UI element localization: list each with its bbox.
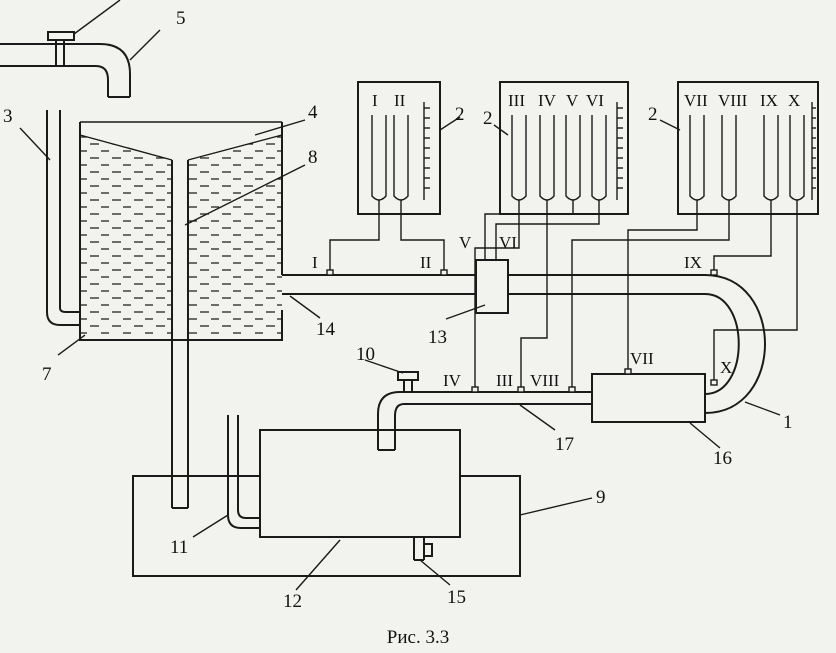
piezo-label-IV: IV bbox=[538, 91, 557, 110]
level-gauge-tube bbox=[46, 110, 80, 326]
label-2-panel2: 2 bbox=[483, 108, 493, 129]
label-13: 13 bbox=[428, 327, 447, 348]
pressure-tank bbox=[79, 121, 283, 341]
supply-pipe bbox=[0, 0, 131, 98]
piezo-label-V: V bbox=[566, 91, 579, 110]
tap-label-I: I bbox=[312, 253, 318, 272]
label-5: 5 bbox=[176, 8, 186, 29]
label-12: 12 bbox=[283, 591, 302, 612]
label-4: 4 bbox=[308, 102, 318, 123]
tap-label-II: II bbox=[420, 253, 432, 272]
tap-labels: I II V VI IX X IV III VIII VII bbox=[312, 233, 732, 390]
label-2-panel3: 2 bbox=[648, 104, 658, 125]
connection-lines bbox=[326, 200, 798, 393]
piezo-label-I: I bbox=[372, 91, 378, 110]
piezo-label-VI: VI bbox=[586, 91, 604, 110]
element-13 bbox=[475, 259, 509, 314]
label-7: 7 bbox=[42, 364, 52, 385]
tap-label-VII: VII bbox=[630, 349, 654, 368]
label-17: 17 bbox=[555, 434, 574, 455]
measuring-tank bbox=[227, 415, 461, 538]
label-3: 3 bbox=[3, 106, 13, 127]
label-10: 10 bbox=[356, 344, 375, 365]
label-1: 1 bbox=[783, 412, 793, 433]
piezo-label-VIII: VIII bbox=[718, 91, 748, 110]
label-11: 11 bbox=[170, 537, 188, 558]
piezometer-labels: I II III IV V VI VII VIII IX X bbox=[372, 91, 800, 110]
number-labels: 5 3 4 8 7 14 13 2 2 2 10 1 16 17 9 11 12… bbox=[3, 8, 793, 612]
label-9: 9 bbox=[596, 487, 606, 508]
piezo-label-X: X bbox=[788, 91, 800, 110]
element-16 bbox=[591, 373, 706, 423]
u-bend-pipe bbox=[704, 274, 766, 414]
piezo-label-III: III bbox=[508, 91, 525, 110]
label-8: 8 bbox=[308, 147, 318, 168]
piezo-label-VII: VII bbox=[684, 91, 708, 110]
tap-label-IV: IV bbox=[443, 371, 462, 390]
reservoir bbox=[132, 475, 521, 577]
tap-label-V: V bbox=[459, 233, 472, 252]
label-15: 15 bbox=[447, 587, 466, 608]
label-2-panel1: 2 bbox=[455, 104, 465, 125]
tap-label-VI: VI bbox=[499, 233, 517, 252]
tap-label-VIII: VIII bbox=[530, 371, 560, 390]
label-14: 14 bbox=[316, 319, 336, 340]
label-16: 16 bbox=[713, 448, 732, 469]
tap-label-III: III bbox=[496, 371, 513, 390]
piezo-label-II: II bbox=[394, 91, 406, 110]
tap-label-X: X bbox=[720, 358, 732, 377]
pipe-17 bbox=[410, 391, 592, 405]
pipeline-14 bbox=[282, 274, 705, 295]
drain-valve bbox=[413, 537, 433, 561]
overflow-pipe bbox=[171, 160, 189, 509]
control-valve bbox=[377, 371, 419, 451]
piezo-label-IX: IX bbox=[760, 91, 778, 110]
figure-caption: Рис. 3.3 bbox=[387, 627, 449, 648]
tap-label-IX: IX bbox=[684, 253, 702, 272]
leader-lines bbox=[19, 29, 781, 591]
